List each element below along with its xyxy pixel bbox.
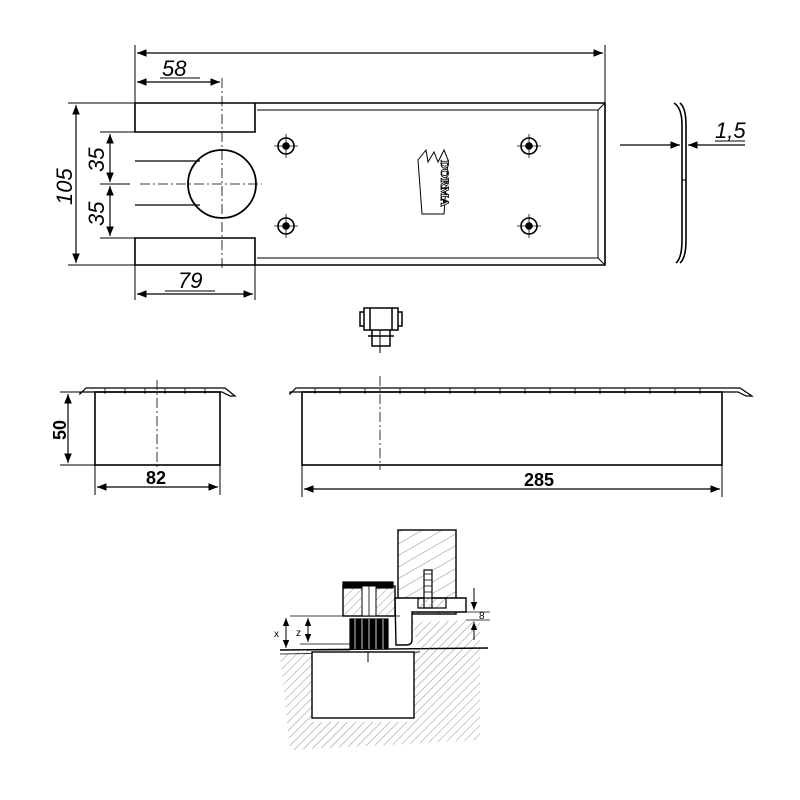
side-view-short [60, 380, 237, 495]
label-height: 105 [52, 168, 77, 205]
screw-hole-bottom-left [274, 214, 298, 238]
plan-view: DORMA [68, 45, 745, 300]
label-cutout-length: 79 [178, 268, 202, 293]
label-gap: 8 [479, 611, 485, 622]
side-view-long [289, 376, 754, 497]
section-view [279, 529, 490, 750]
label-hole-offset: 58 [162, 56, 187, 81]
label-short-width: 82 [146, 468, 166, 488]
plate-side-profile [673, 102, 687, 264]
crown-icon [417, 148, 449, 215]
label-lower: 35 [84, 201, 109, 226]
floor-section [280, 645, 480, 750]
label-thickness: 1,5 [715, 118, 746, 143]
closer-recess-box [311, 651, 415, 719]
screw-hole-bottom-right [517, 214, 541, 238]
door-strap [394, 597, 467, 646]
label-long-width: 285 [524, 470, 554, 490]
screw-hole-top-left [274, 134, 298, 158]
label-z: z [296, 628, 301, 639]
screw-hole-top-right [517, 134, 541, 158]
spindle-adapter-icon [359, 307, 403, 353]
long-box [301, 391, 723, 466]
logo-text: DORMA [438, 160, 452, 207]
plate-bevel [257, 109, 599, 259]
label-upper: 35 [84, 147, 109, 172]
label-x: x [274, 629, 279, 640]
plate-outline [134, 102, 606, 266]
label-depth: 50 [50, 420, 70, 440]
short-box [94, 391, 221, 466]
dorma-logo: DORMA [417, 148, 452, 215]
